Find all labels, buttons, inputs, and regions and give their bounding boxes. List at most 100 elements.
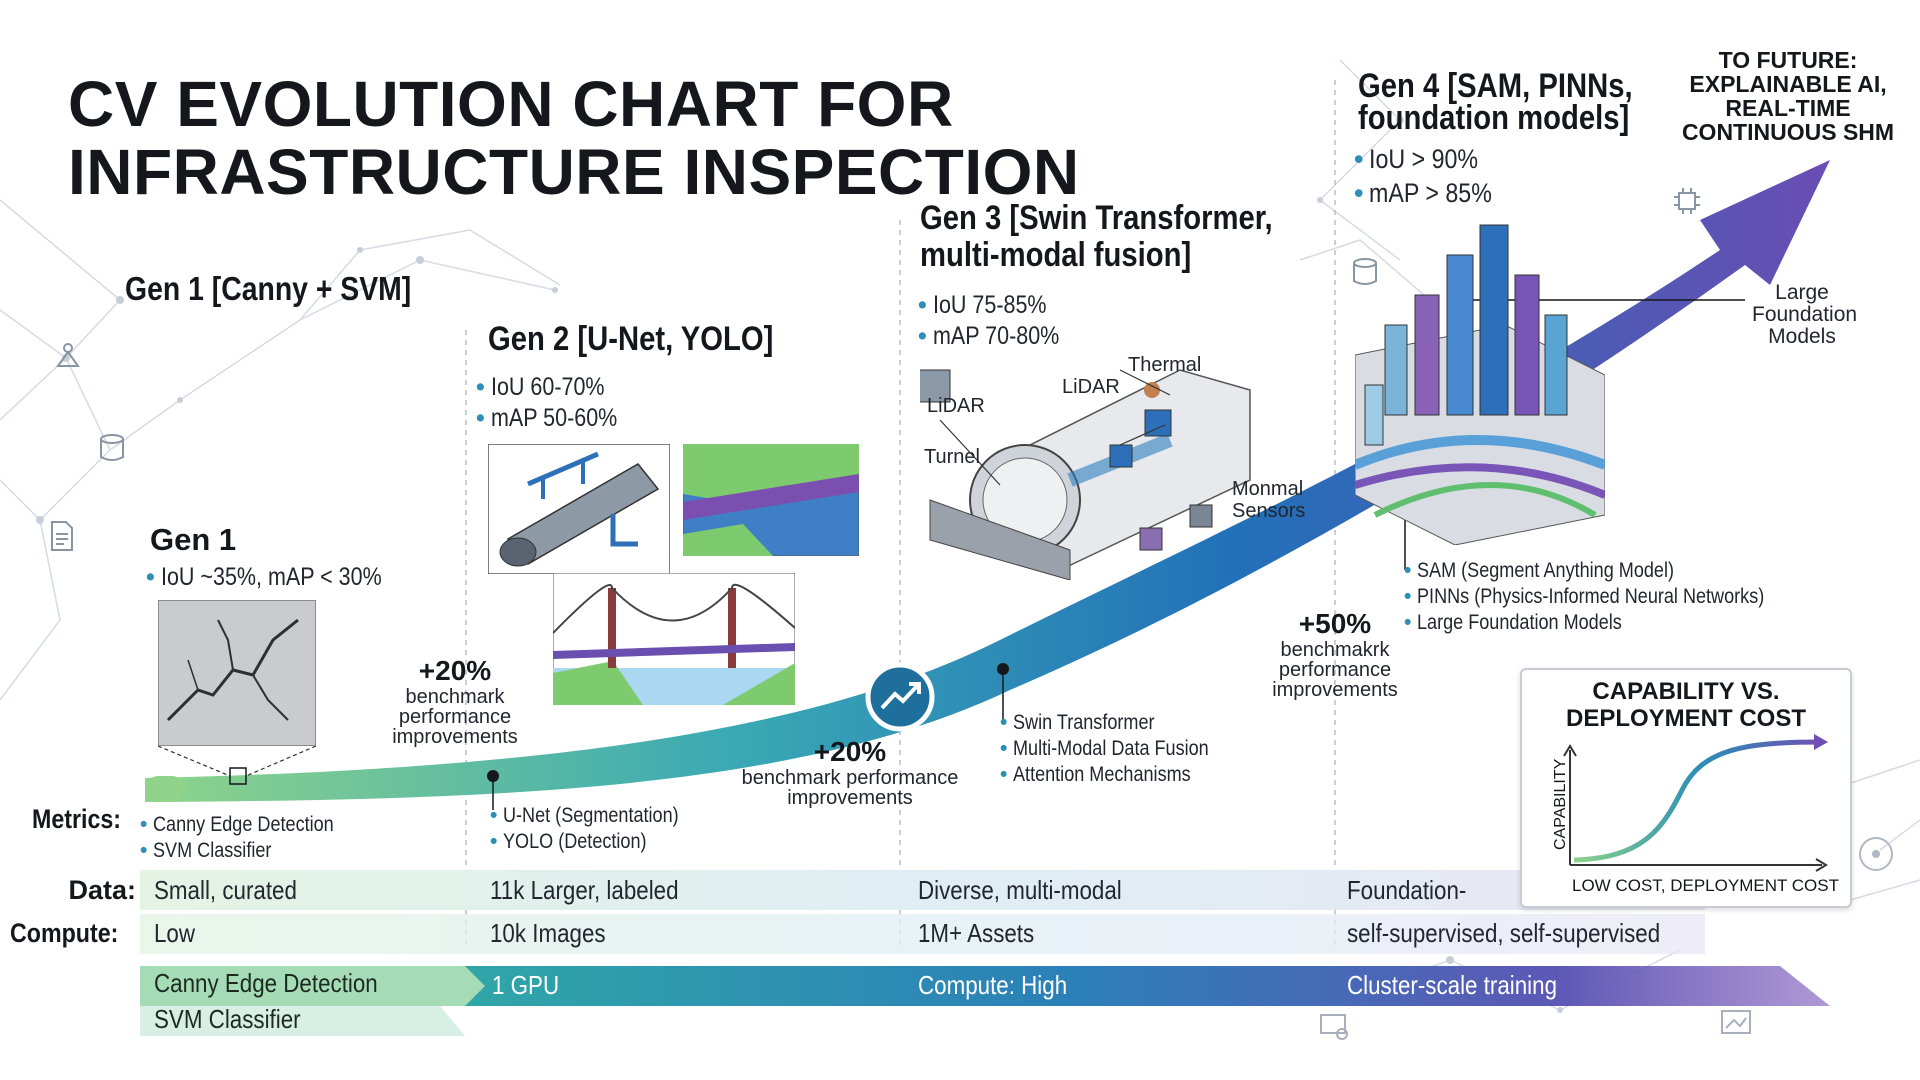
future-line: EXPLAINABLE AI, [1689, 71, 1887, 97]
callout-tunnel: Turnel [924, 446, 980, 468]
list-item-text: YOLO (Detection) [503, 830, 647, 853]
gen4-callout-line: Foundation [1752, 303, 1858, 326]
list-item: •SAM (Segment Anything Model) [1404, 559, 1675, 582]
gen4-callout-line: Models [1768, 325, 1836, 348]
capability-xlabel: LOW COST, DEPLOYMENT COST [1572, 876, 1840, 895]
gen4-bullet: •IoU > 90% [1354, 144, 1479, 174]
band-segment: Compute: High [918, 970, 1091, 1001]
data-cell-text: Small, curated [154, 875, 297, 905]
data-cell-text: Foundation- [1347, 875, 1467, 905]
gen2-technique-list: •U-Net (Segmentation) •YOLO (Detection) [490, 803, 708, 855]
gen4-callout: Large Foundation Models [1752, 281, 1858, 348]
gen4-header-line2: foundation models] [1358, 99, 1630, 137]
chip-icon [1674, 188, 1700, 214]
list-item: •PINNs (Physics-Informed Neural Networks… [1404, 585, 1765, 608]
gen1-technique-list: •Canny Edge Detection •SVM Classifier [140, 812, 364, 864]
database-icon-2 [1353, 258, 1377, 285]
progress-sweep [145, 160, 1830, 802]
callout-sensors-line2: Sensors [1232, 500, 1306, 522]
compute-row-bg [140, 914, 1705, 954]
compute-row-label: Compute: [0, 918, 136, 949]
band-first-line1-text: Canny Edge Detection [154, 968, 378, 998]
compute-cell-text: 10k Images [490, 918, 606, 948]
image-frame-icon [1721, 1010, 1751, 1034]
data-cell: Diverse, multi-modal [918, 875, 1155, 906]
improvement-text: improvements [392, 726, 518, 748]
drone-network-icon [56, 343, 80, 367]
gen4-callout-line: Large [1775, 281, 1829, 304]
document-icon [51, 521, 73, 551]
metrics-row-label: Metrics: [0, 804, 136, 835]
band-segment-text: Cluster-scale training [1347, 970, 1558, 1000]
bottom-band-first [140, 966, 485, 1006]
pipe-segmentation-image [488, 444, 670, 574]
list-item: •U-Net (Segmentation) [490, 804, 680, 827]
gen3-header-line1: Gen 3 [Swin Transformer, [920, 199, 1273, 237]
capability-curve-plot [1563, 734, 1828, 872]
list-item: •Attention Mechanisms [1000, 763, 1192, 786]
sweep-start-cap [145, 776, 185, 802]
data-cell-text: 11k Larger, labeled [490, 875, 679, 905]
gen4-bullets: •IoU > 90% •mAP > 85% [1354, 142, 1512, 210]
gen2-bullet: •mAP 50-60% [476, 404, 618, 432]
gen3-bullet-text: mAP 70-80% [932, 322, 1060, 350]
improvement-pct: +20% [813, 736, 887, 767]
list-item: •Canny Edge Detection [140, 813, 335, 836]
golden-gate-segmentation-image [553, 573, 795, 705]
band-first-line1: Canny Edge Detection [154, 968, 414, 999]
callout-thermal: Thermal [1128, 354, 1202, 376]
data-cell: Small, curated [154, 875, 320, 906]
gen3-bullet: •mAP 70-80% [918, 322, 1060, 350]
callout-sensors-line1: Monmal [1232, 478, 1304, 500]
bullet-dot: • [146, 563, 155, 591]
list-item-text: Swin Transformer [1013, 711, 1155, 734]
capability-chart-title: CAPABILITY VS. DEPLOYMENT COST [1522, 678, 1850, 732]
future-line: REAL-TIME [1725, 95, 1851, 121]
improvement-text: improvements [787, 787, 913, 809]
gen3-bullet: •IoU 75-85% [918, 291, 1047, 319]
list-item-text: SVM Classifier [153, 839, 272, 862]
future-line: TO FUTURE: [1718, 47, 1858, 73]
gen2-header: Gen 2 [U-Net, YOLO] [488, 320, 820, 359]
network-node-icon [1859, 837, 1893, 871]
gen4-header: Gen 4 [SAM, PINNs, foundation models] [1358, 69, 1677, 137]
list-item: •Large Foundation Models [1404, 611, 1623, 634]
list-item-text: U-Net (Segmentation) [503, 804, 680, 827]
list-item: •SVM Classifier [140, 839, 272, 862]
band-first-line2-text: SVM Classifier [154, 1004, 301, 1034]
metrics-row-label-text: Metrics: [32, 804, 122, 834]
gen2-bullet: •IoU 60-70% [476, 373, 605, 401]
gen4-technique-list: •SAM (Segment Anything Model) •PINNs (Ph… [1404, 558, 1821, 636]
improvement-1: +20% benchmark performance improvements [370, 655, 540, 747]
compute-cell-text: self-supervised, self-supervised [1347, 918, 1661, 948]
callout-lidar-1: LiDAR [927, 395, 985, 417]
capability-ylabel: CAPABILITY [1552, 758, 1569, 850]
gen2-header-text: Gen 2 [U-Net, YOLO] [488, 320, 774, 358]
improvement-text: benchmark [405, 686, 505, 708]
list-item: •Multi-Modal Data Fusion [1000, 737, 1210, 760]
improvement-2: +20% benchmark performance improvements [730, 736, 970, 808]
list-item-text: Attention Mechanisms [1013, 763, 1192, 786]
improvement-text: performance [1278, 659, 1392, 681]
data-cell: 11k Larger, labeled [490, 875, 709, 906]
data-row-bg [140, 870, 1705, 910]
compute-cell-text: 1M+ Assets [918, 918, 1035, 948]
improvement-text: benchmakrk [1280, 639, 1390, 661]
data-cell-text: Diverse, multi-modal [918, 875, 1122, 905]
gen3-header: Gen 3 [Swin Transformer, multi-modal fus… [920, 200, 1330, 274]
gen3-technique-list: •Swin Transformer •Multi-Modal Data Fusi… [1000, 710, 1241, 788]
improvement-pct: +50% [1298, 608, 1372, 639]
gen2-bullets: •IoU 60-70% •mAP 50-60% [476, 372, 638, 434]
gen3-bullets: •IoU 75-85% •mAP 70-80% [918, 290, 1080, 352]
improvement-3: +50% benchmakrk performance improvements [1255, 608, 1415, 700]
band-segment-text: Compute: High [918, 970, 1068, 1000]
improvement-text: benchmark performance [741, 767, 959, 789]
gen4-bullet-text: IoU > 90% [1369, 144, 1479, 174]
list-item: •Swin Transformer [1000, 711, 1155, 734]
tunnel-sensor-illustration [920, 369, 1251, 580]
smart-city-illustration [1355, 224, 1605, 545]
data-cell: Foundation- [1347, 875, 1486, 906]
list-item: •YOLO (Detection) [490, 830, 647, 853]
crack-zoom-lines [158, 746, 317, 785]
gen1-label: Gen 1 [150, 522, 237, 557]
